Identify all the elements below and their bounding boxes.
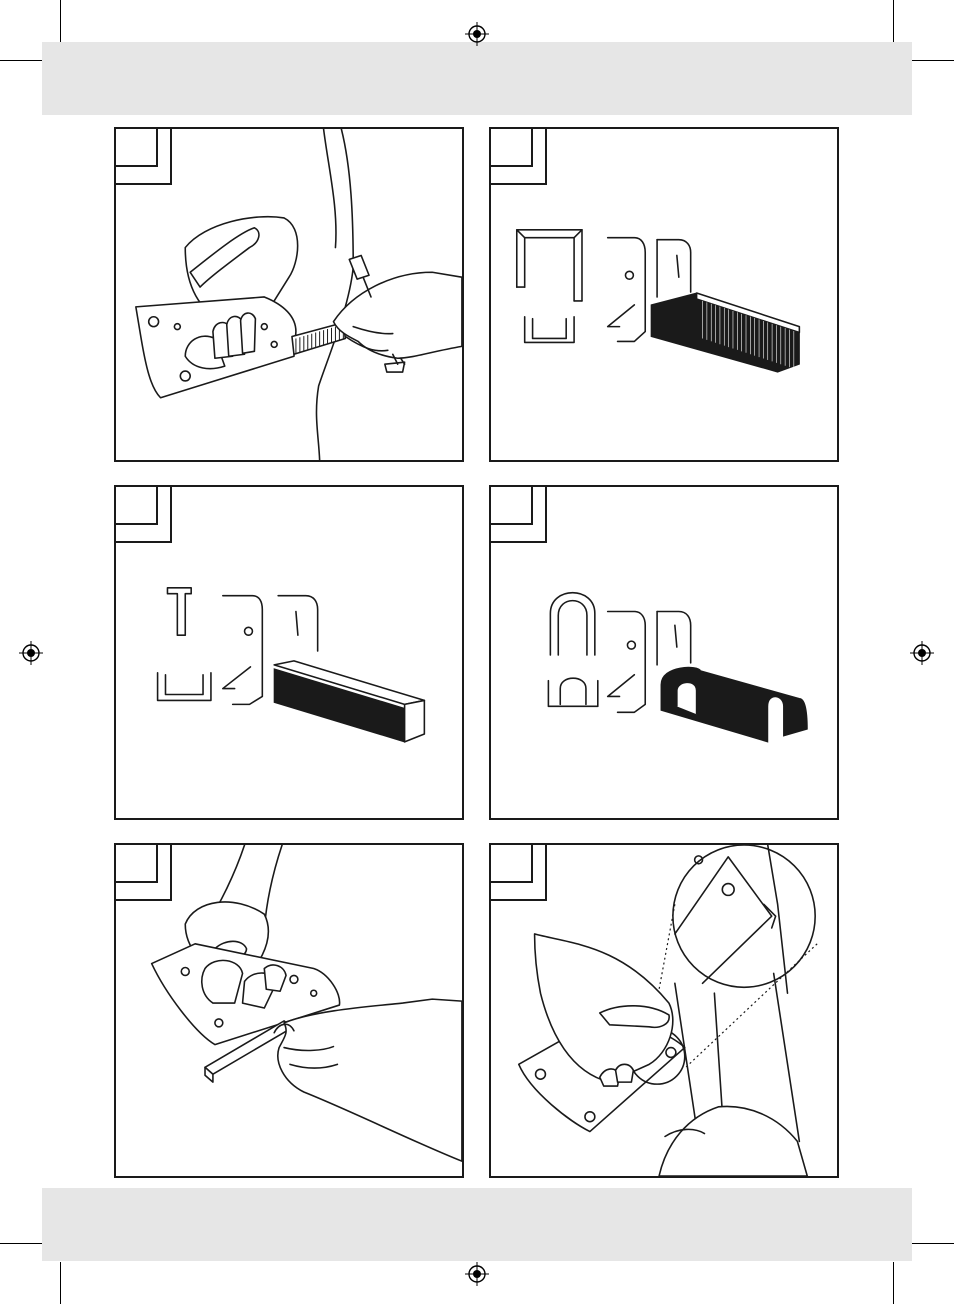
panel-4-cable-staple bbox=[489, 485, 839, 820]
staple-gun-illustration bbox=[135, 129, 462, 460]
crop-mark bbox=[893, 0, 894, 42]
crop-mark bbox=[893, 1262, 894, 1304]
registration-mark-icon bbox=[19, 641, 43, 665]
registration-mark-icon bbox=[910, 641, 934, 665]
panel-number bbox=[491, 487, 533, 525]
crop-mark bbox=[912, 60, 954, 61]
crop-mark bbox=[60, 1262, 61, 1304]
header-band bbox=[42, 42, 912, 115]
crop-mark bbox=[912, 1243, 954, 1244]
panel-3-brad-nail bbox=[114, 485, 464, 820]
brad-nail-illustration bbox=[156, 586, 426, 743]
panel-5-open-magazine bbox=[114, 843, 464, 1178]
panel-number bbox=[116, 129, 158, 167]
panel-2-u-staple bbox=[489, 127, 839, 462]
panel-number bbox=[116, 487, 158, 525]
panel-number-tab bbox=[491, 487, 547, 543]
registration-mark-icon bbox=[465, 22, 489, 46]
footer-band bbox=[42, 1188, 912, 1261]
registration-mark-icon bbox=[465, 1262, 489, 1286]
crop-mark bbox=[0, 60, 42, 61]
panel-number-tab bbox=[116, 129, 172, 185]
u-staple-illustration bbox=[515, 228, 801, 373]
depth-detail-illustration bbox=[517, 845, 818, 1176]
panel-number-tab bbox=[116, 845, 172, 901]
open-magazine-illustration bbox=[150, 845, 462, 1162]
panel-6-depth-detail bbox=[489, 843, 839, 1178]
crop-mark bbox=[60, 0, 61, 42]
crop-mark bbox=[0, 1243, 42, 1244]
panel-number-tab bbox=[491, 129, 547, 185]
panel-number bbox=[116, 845, 158, 883]
panel-1-loading-strip bbox=[114, 127, 464, 462]
panel-number-tab bbox=[491, 845, 547, 901]
panel-number-tab bbox=[116, 487, 172, 543]
panel-number bbox=[491, 129, 533, 167]
panel-number bbox=[491, 845, 533, 883]
cable-staple-illustration bbox=[547, 591, 808, 743]
